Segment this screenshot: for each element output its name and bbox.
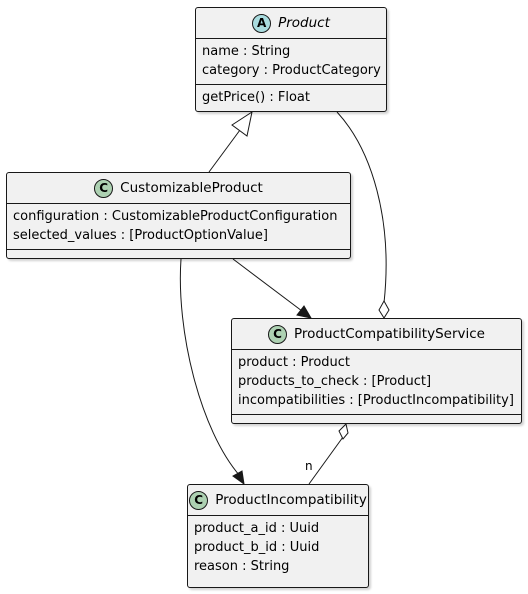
multiplicity-label: n: [305, 459, 313, 473]
class-product-methods: getPrice() : Float: [196, 85, 386, 111]
association-arrowhead-incompatibility: [232, 470, 245, 486]
class-icon: C: [94, 178, 114, 198]
class-product-incompatibility-name: ProductIncompatibility: [215, 492, 367, 508]
attribute: incompatibilities : [ProductIncompatibil…: [238, 393, 514, 408]
aggregation-edge-incompatibility: [308, 436, 344, 485]
association-arrowhead-service: [296, 305, 313, 319]
aggregation-diamond-service-bottom: [338, 423, 349, 440]
class-product-name: Product: [278, 15, 330, 31]
attribute: configuration : CustomizableProductConfi…: [13, 209, 338, 224]
method: getPrice() : Float: [202, 90, 310, 105]
aggregation-edge-product: [336, 111, 387, 304]
class-product-compatibility-service-header: C ProductCompatibilityService: [232, 319, 521, 350]
attribute: reason : String: [194, 559, 290, 574]
attribute: category : ProductCategory: [202, 63, 381, 78]
class-product-compatibility-service-attributes: product : Product products_to_check : [P…: [232, 350, 521, 415]
attribute: product_b_id : Uuid: [194, 540, 320, 555]
association-edge-customizable-service: [232, 258, 303, 312]
class-product-compatibility-service-name: ProductCompatibilityService: [294, 326, 485, 342]
class-product[interactable]: A Product name : String category : Produ…: [195, 7, 387, 112]
class-product-incompatibility-attributes: product_a_id : Uuid product_b_id : Uuid …: [188, 516, 368, 580]
class-product-header: A Product: [196, 8, 386, 39]
class-customizable-product-header: C CustomizableProduct: [7, 173, 350, 204]
class-customizable-product[interactable]: C CustomizableProduct configuration : Cu…: [6, 172, 351, 259]
class-customizable-product-methods: [7, 250, 350, 258]
class-product-incompatibility[interactable]: C ProductIncompatibility product_a_id : …: [187, 484, 369, 588]
class-product-incompatibility-header: C ProductIncompatibility: [188, 485, 368, 516]
class-product-compatibility-service[interactable]: C ProductCompatibilityService product : …: [231, 318, 522, 424]
aggregation-diamond-service-top: [378, 299, 390, 319]
class-customizable-product-attributes: configuration : CustomizableProductConfi…: [7, 204, 350, 250]
association-edge-customizable-incompatibility: [179, 258, 241, 477]
class-product-attributes: name : String category : ProductCategory: [196, 39, 386, 85]
attribute: product_a_id : Uuid: [194, 521, 320, 536]
attribute: product : Product: [238, 355, 351, 370]
inheritance-arrowhead: [231, 110, 253, 137]
class-customizable-product-name: CustomizableProduct: [120, 180, 263, 196]
class-product-compatibility-service-methods: [232, 415, 521, 423]
attribute: products_to_check : [Product]: [238, 374, 432, 389]
attribute: selected_values : [ProductOptionValue]: [13, 228, 268, 243]
class-icon: C: [268, 324, 287, 344]
attribute: name : String: [202, 44, 291, 59]
inheritance-edge: [208, 129, 241, 173]
abstract-class-icon: A: [252, 13, 272, 33]
class-icon: C: [189, 490, 209, 510]
